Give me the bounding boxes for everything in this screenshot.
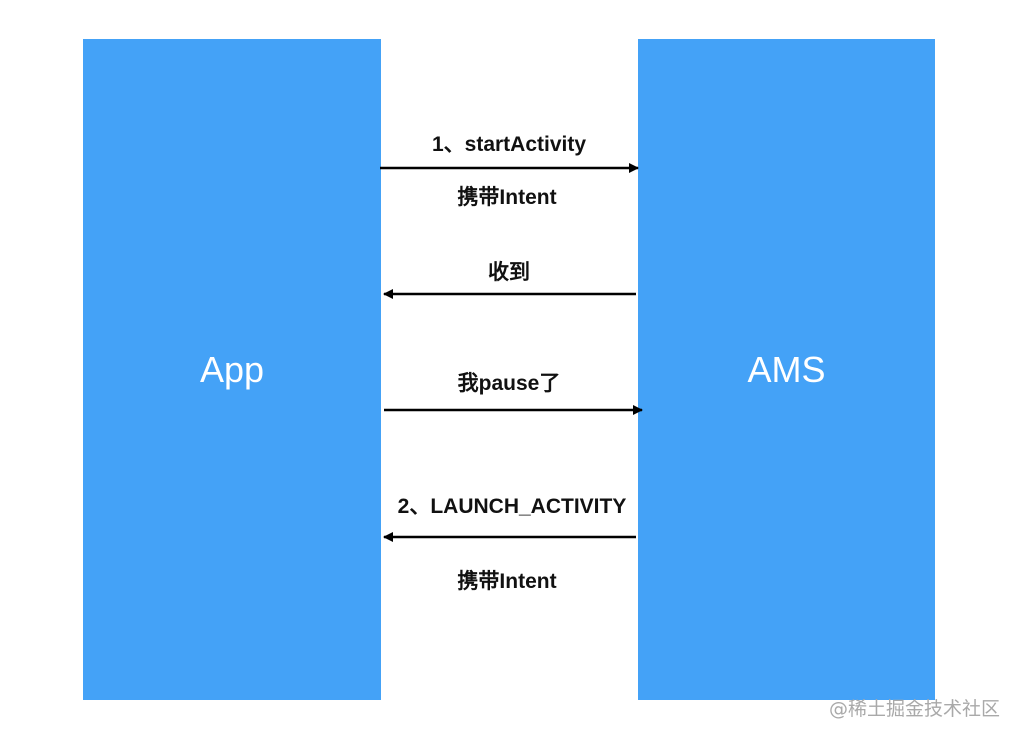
paused-label: 我pause了	[457, 372, 561, 395]
received-label: 收到	[488, 261, 530, 284]
app-lifeline-box: App	[83, 39, 381, 700]
launch-activity-sublabel: 携带Intent	[457, 570, 557, 593]
launch-activity-label: 2、LAUNCH_ACTIVITY	[397, 495, 627, 518]
start-activity-label: 1、startActivity	[431, 133, 587, 156]
ams-label: AMS	[747, 348, 826, 390]
app-label: App	[199, 348, 265, 390]
watermark-text: @稀土掘金技术社区	[828, 698, 1000, 720]
start-activity-sublabel: 携带Intent	[457, 186, 557, 209]
ams-lifeline-box: AMS	[638, 39, 935, 700]
